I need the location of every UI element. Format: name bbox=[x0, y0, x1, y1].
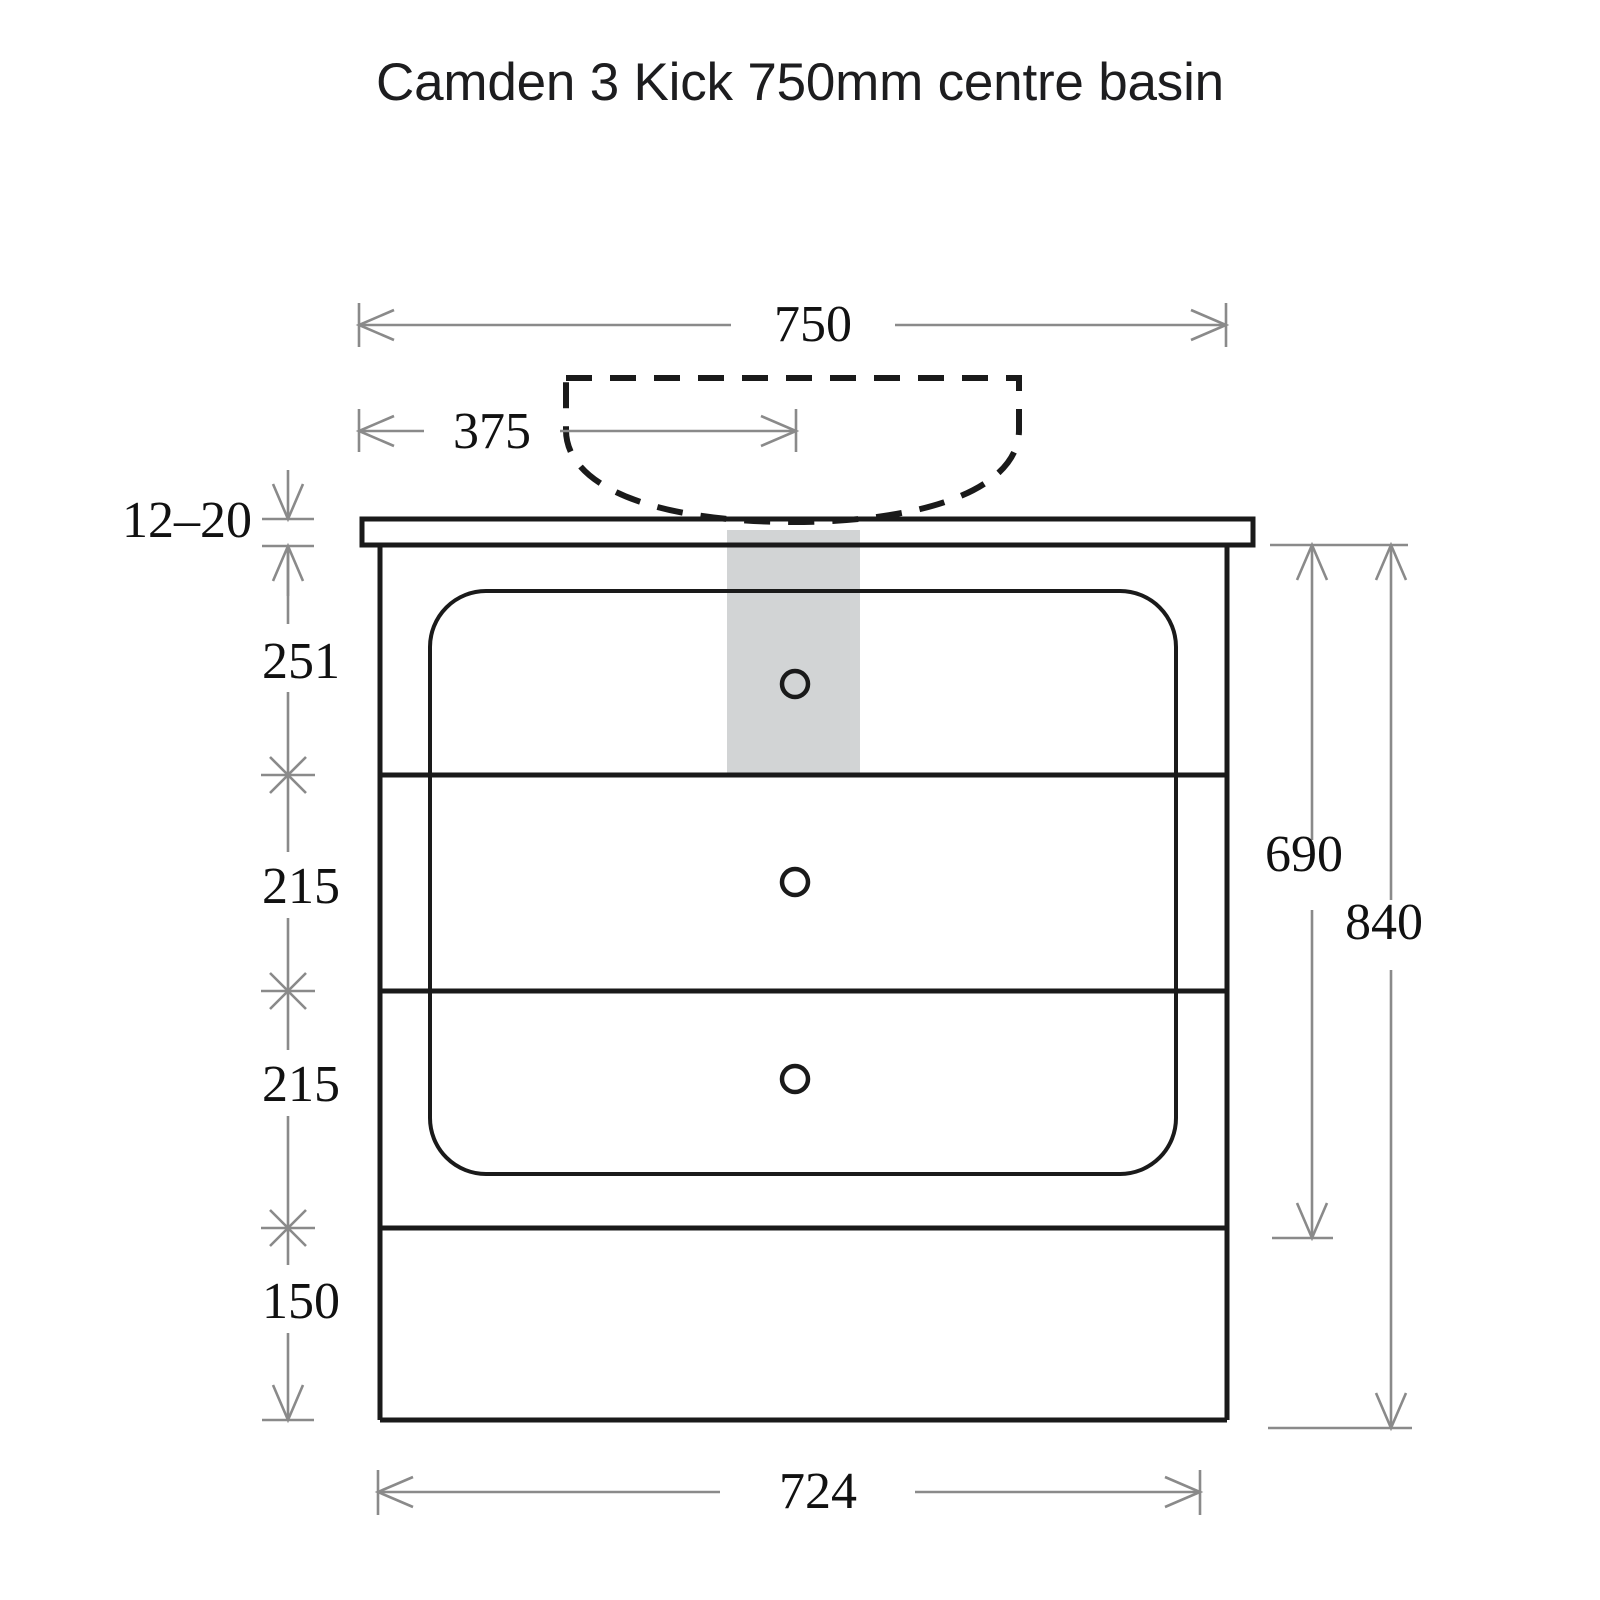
right-dimension-group: 690 840 bbox=[1265, 541, 1423, 1432]
dimension-750-label: 750 bbox=[774, 296, 852, 353]
dimension-215-lower-label: 215 bbox=[262, 1056, 340, 1113]
dimension-375-left-arrow bbox=[355, 414, 395, 448]
basin-outline-dashed bbox=[563, 375, 1022, 526]
left-dimension-chain: 12–20 251 215 215 bbox=[122, 470, 340, 1424]
page-title: Camden 3 Kick 750mm centre basin bbox=[376, 53, 1224, 112]
dimension-840-top-arrow bbox=[1374, 541, 1408, 581]
cabinet-carcass bbox=[377, 545, 1230, 1423]
dimension-690-label: 690 bbox=[1265, 826, 1343, 883]
dimension-840-label: 840 bbox=[1345, 894, 1423, 951]
dimension-750-right-arrow bbox=[1190, 308, 1230, 342]
drawer-front-stack bbox=[428, 589, 1178, 1176]
centre-basin-waste-zone bbox=[727, 530, 860, 775]
worktop-slab bbox=[359, 516, 1256, 548]
drawer-handle-3[interactable] bbox=[779, 1063, 811, 1095]
worktop bbox=[359, 516, 1256, 548]
drawer-front-rounded-outline bbox=[428, 589, 1178, 1176]
drawer-handle-2[interactable] bbox=[779, 866, 811, 898]
dimension-251-label: 251 bbox=[262, 633, 340, 690]
dimension-724-label: 724 bbox=[779, 1463, 857, 1520]
dimension-375-group: 375 bbox=[355, 403, 800, 460]
drawer-handle-1[interactable] bbox=[779, 668, 811, 700]
dimension-215-upper-label: 215 bbox=[262, 858, 340, 915]
dimension-724-left-arrow bbox=[374, 1475, 414, 1509]
dimension-375-right-arrow bbox=[760, 414, 800, 448]
dimension-375-label: 375 bbox=[453, 403, 531, 460]
dimension-worktop-thickness-label: 12–20 bbox=[122, 492, 252, 549]
dimension-690-top-arrow bbox=[1295, 541, 1329, 581]
dimension-724-group: 724 bbox=[374, 1463, 1204, 1520]
dimension-750-left-arrow bbox=[355, 308, 395, 342]
dimension-150-label: 150 bbox=[262, 1273, 340, 1330]
dimension-724-right-arrow bbox=[1164, 1475, 1204, 1509]
dimension-750-group: 750 bbox=[355, 296, 1230, 353]
